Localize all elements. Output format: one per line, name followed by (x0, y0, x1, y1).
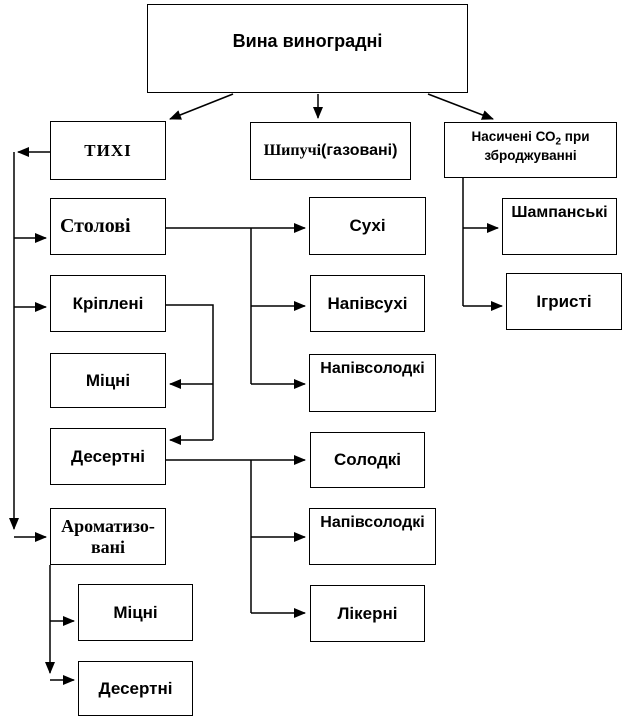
node-napivsolodki-2-label: Напівсолодкі (320, 514, 425, 531)
node-solodki: Солодкі (310, 432, 425, 488)
rail-kripleni-elbow (166, 304, 214, 440)
node-nasicheni-label-suffix: при зброджуванні (484, 129, 590, 164)
node-kripleni-label: Кріплені (72, 293, 144, 313)
node-solodki-label: Солодкі (334, 450, 401, 470)
node-aromatizovani: Ароматизо-вані (50, 508, 166, 565)
node-vina-vinogradni-label: Вина виноградні (232, 31, 383, 51)
node-suhi-label: Сухі (349, 216, 386, 236)
node-shipuchi-label-serif: Шипучі (263, 141, 322, 159)
node-napivsuhi-label: Напівсухі (327, 293, 408, 313)
node-nasicheni-label-prefix: Насичені СО (471, 129, 556, 144)
edge-root-tyhi (169, 93, 234, 120)
node-desertni-2: Десертні (78, 661, 193, 716)
node-napivsuhi: Напівсухі (310, 275, 425, 332)
node-shampanski-label: Шампанські (511, 204, 608, 221)
node-napivsolodki-1-label: Напівсолодкі (320, 360, 425, 377)
node-nasicheni-co2: Насичені СО2 при зброджуванні (444, 122, 617, 178)
node-igristi-label: Ігристі (536, 291, 592, 311)
node-aromatizovani-label: Ароматизо-вані (61, 515, 155, 557)
node-shampanski: Шампанські (502, 198, 617, 255)
node-mitsni-2-label: Міцні (113, 602, 158, 622)
edge-root-nasycheni (427, 93, 494, 120)
node-vina-vinogradni: Вина виноградні (147, 4, 468, 93)
node-stolovi: Столові (50, 198, 166, 255)
node-suhi: Сухі (309, 197, 426, 255)
node-desertni-1: Десертні (50, 428, 166, 485)
node-desertni-1-label: Десертні (71, 446, 145, 466)
node-igristi: Ігристі (506, 273, 622, 330)
node-nasicheni-label-subscript: 2 (555, 136, 562, 148)
node-napivsolodki-1: Напівсолодкі (309, 354, 436, 412)
node-shipuchi-gazovani: Шипучі(газовані) (250, 122, 411, 180)
node-stolovi-label: Столові (60, 215, 131, 237)
node-desertni-2-label: Десертні (98, 678, 173, 698)
node-shipuchi-label-sans: (газовані) (321, 141, 398, 159)
node-mitsni-1-label: Міцні (85, 370, 131, 390)
node-tihi-label: ТИХІ (84, 140, 132, 160)
node-mitsni-2: Міцні (78, 584, 193, 641)
node-tihi: ТИХІ (50, 121, 166, 180)
node-likerni-label: Лікерні (337, 603, 398, 623)
node-napivsolodki-2: Напівсолодкі (309, 508, 436, 565)
node-kripleni: Кріплені (50, 275, 166, 332)
node-likerni: Лікерні (310, 585, 425, 642)
node-mitsni-1: Міцні (50, 353, 166, 408)
